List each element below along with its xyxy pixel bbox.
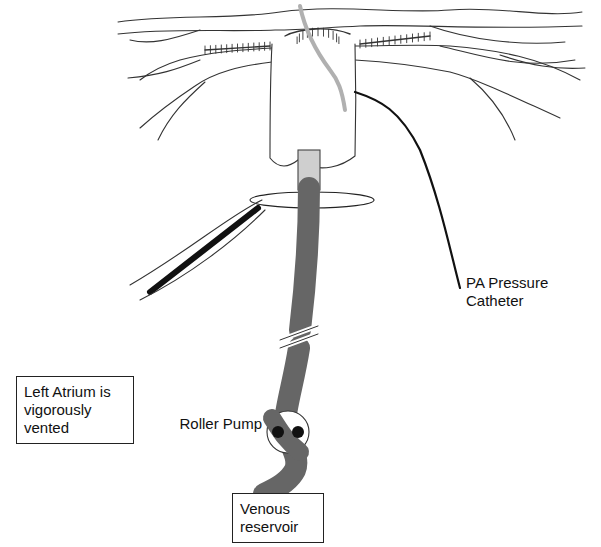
snare-thread [130,200,265,300]
pulmonary-branch [128,60,200,78]
pump-roller [292,426,304,438]
pulmonary-branch [140,48,272,80]
snare-tube [150,208,258,292]
note-text: Left Atrium is vigorously vented [24,383,126,437]
pulmonary-branch [470,78,515,140]
tube-break [280,326,318,348]
pulmonary-branch [500,55,585,68]
pulmonary-branch [430,26,565,43]
note-text: Venous reservoir [240,500,316,536]
tube-break [280,326,318,348]
grey-catheter [300,6,345,110]
note-box: Left Atrium is vigorously vented [16,376,134,444]
pulmonary-branch [130,30,200,42]
lung-outline [118,26,582,34]
catheter-label: PA Pressure Catheter [466,274,591,310]
note-box: Venous reservoir [232,493,324,543]
pulmonary-branch [355,60,560,118]
roller-pump [267,411,309,453]
pulmonary-branch [158,82,205,140]
pa-pressure-catheter [355,92,460,288]
pump-label: Roller Pump [150,415,262,433]
cannula-tube [300,188,309,330]
lung-outline [118,9,582,22]
pump-roller [272,426,284,438]
pulmonary-branch [140,62,272,128]
pulmonary-branch [440,46,575,63]
